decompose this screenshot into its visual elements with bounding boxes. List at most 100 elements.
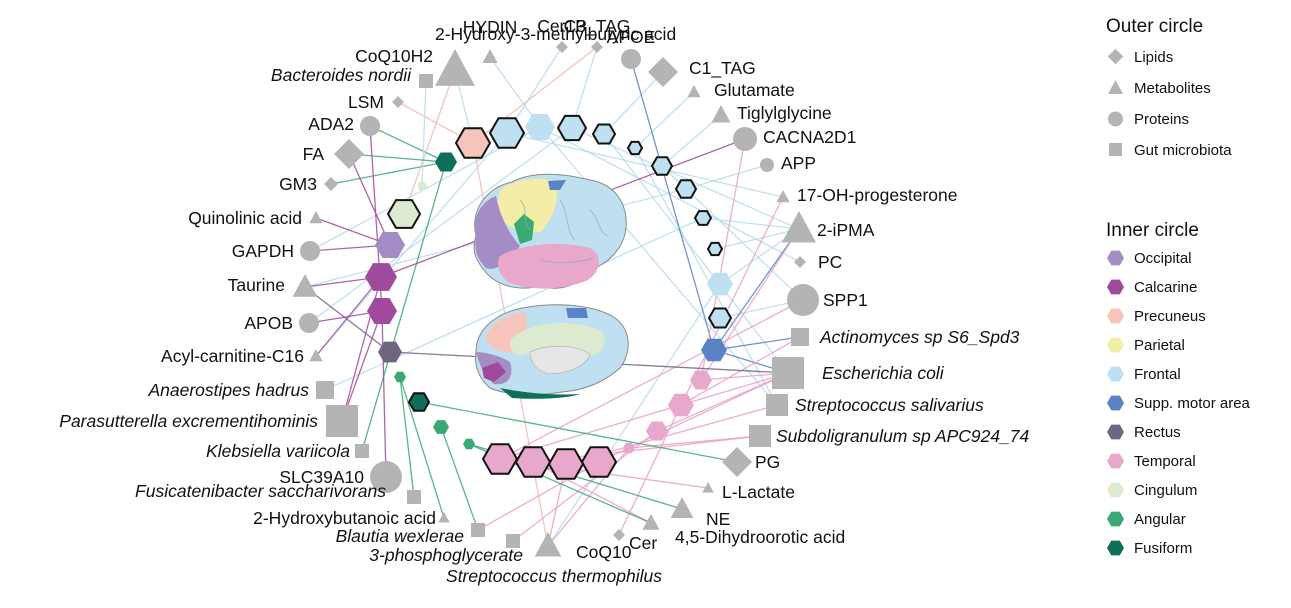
brain-medial-corpus: [529, 345, 591, 375]
legend-inner-label: Occipital: [1134, 250, 1192, 267]
network-edge: [399, 376, 415, 498]
diamond-icon: [1107, 48, 1124, 65]
outer-node-label: 2-Hydroxy-3-methylbutyric acid: [435, 24, 676, 44]
outer-node-diamond: [392, 96, 404, 108]
outer-node-triangle: [482, 49, 498, 63]
outer-node-label: L-Lactate: [722, 482, 795, 502]
inner-node-cingulum: [386, 199, 422, 229]
outer-node-diamond: [591, 41, 603, 53]
brain-illustration: [473, 173, 629, 399]
outer-node-label: 3-phosphoglycerate: [369, 545, 523, 565]
outer-node-circle: [299, 313, 319, 333]
outer-node-label: Taurine: [228, 275, 285, 295]
legend-inner-item-cingulum: Cingulum: [1107, 482, 1197, 499]
hexagon-icon: [1107, 482, 1124, 498]
outer-node-diamond: [556, 41, 568, 53]
brain-medial-calcarine: [482, 362, 506, 382]
hexagon-icon: [1107, 453, 1124, 469]
network-edge: [603, 71, 664, 135]
outer-node-square: [407, 490, 421, 504]
inner-node-rectus: [378, 341, 402, 363]
outer-node-triangle: [309, 349, 323, 362]
brain-lateral-angular: [514, 214, 534, 244]
outer-node-triangle: [534, 532, 562, 557]
outer-node-label: Quinolinic acid: [188, 208, 302, 228]
outer-node-triangle: [438, 512, 450, 523]
inner-node-fusiform: [407, 392, 431, 412]
inner-node-calcarine: [367, 298, 397, 324]
inner-node-angular: [433, 420, 449, 434]
network-edge: [348, 153, 391, 246]
legend-outer-label: Metabolites: [1134, 80, 1211, 97]
triangle-icon: [1108, 80, 1123, 94]
inner-node-fusiform: [435, 152, 457, 172]
outer-node-square: [355, 444, 369, 458]
outer-node-label: C1_TAG: [689, 58, 756, 79]
outer-node-square: [772, 357, 804, 389]
outer-node-circle: [787, 284, 819, 316]
legend-outer-label: Gut microbiota: [1134, 142, 1232, 159]
outer-node-label: CACNA2D1: [763, 127, 856, 147]
outer-node-triangle: [702, 482, 714, 493]
inner-node-calcarine: [365, 263, 397, 291]
legend-inner-label: Fusiform: [1134, 540, 1192, 557]
outer-node-square: [749, 425, 771, 447]
legend-outer-item-lipids: Lipids: [1107, 48, 1173, 66]
inner-node-frontal: [626, 140, 644, 156]
outer-node-triangle: [711, 105, 731, 123]
legend-outer-item-proteins: Proteins: [1108, 111, 1189, 128]
outer-node-triangle: [309, 211, 323, 224]
square-icon: [1109, 143, 1122, 156]
outer-node-label: APOE: [607, 27, 656, 47]
network-edge: [680, 196, 784, 406]
inner-node-temporal: [481, 443, 519, 475]
outer-node-label: PC: [818, 252, 842, 272]
outer-node-diamond: [334, 139, 364, 169]
brain-lateral-gyri: [519, 199, 609, 263]
network-edge: [304, 286, 391, 353]
inner-node-cingulum: [417, 181, 427, 191]
network-edge: [603, 133, 789, 374]
legend-outer-item-metabolites: Metabolites: [1108, 80, 1211, 97]
outer-node-square: [471, 523, 485, 537]
outer-node-label: 2-iPMA: [817, 220, 875, 240]
inner-node-angular: [394, 371, 406, 383]
inner-node-frontal: [707, 307, 733, 329]
outer-node-label: APOB: [244, 313, 293, 333]
inner-node-frontal: [674, 179, 698, 199]
network-edge: [489, 56, 541, 128]
brain-lateral-view: [473, 173, 627, 289]
outer-node-label: NE: [706, 509, 730, 529]
legend-inner-item-fusiform: Fusiform: [1107, 540, 1192, 557]
hexagon-icon: [1107, 395, 1124, 411]
outer-node-triangle: [670, 497, 694, 518]
legend-outer-label: Proteins: [1134, 111, 1189, 128]
legend-inner-item-calcarine: Calcarine: [1107, 279, 1197, 296]
network-edge: [713, 228, 800, 351]
outer-node-triangle: [781, 211, 817, 243]
inner-node-temporal: [547, 448, 585, 480]
brain-medial-cingulum: [510, 323, 606, 356]
legend-outer-label: Lipids: [1134, 49, 1173, 66]
network-edge: [713, 336, 801, 351]
brain-medial-fusiform: [500, 388, 580, 399]
inner-node-frontal: [706, 241, 724, 257]
network-edge: [499, 299, 804, 460]
network-edge: [499, 372, 789, 460]
outer-node-diamond: [794, 256, 806, 268]
outer-node-label: Streptococcus thermophilus: [446, 566, 662, 586]
network-edge: [381, 310, 387, 478]
outer-node-triangle: [776, 190, 790, 203]
outer-node-label: Klebsiella variicola: [206, 441, 350, 461]
legend-inner-label: Cingulum: [1134, 482, 1197, 499]
outer-node-circle: [621, 49, 641, 69]
inner-node-frontal: [556, 114, 588, 142]
hexagon-icon: [1107, 279, 1124, 295]
outer-node-label: 4,5-Dihydroorotic acid: [675, 527, 845, 547]
hexagon-icon: [1107, 250, 1124, 266]
inner-node-frontal: [488, 117, 526, 149]
inner-node-temporal: [690, 370, 712, 390]
legend-inner-label: Precuneus: [1134, 308, 1206, 325]
network-edge: [571, 127, 800, 230]
